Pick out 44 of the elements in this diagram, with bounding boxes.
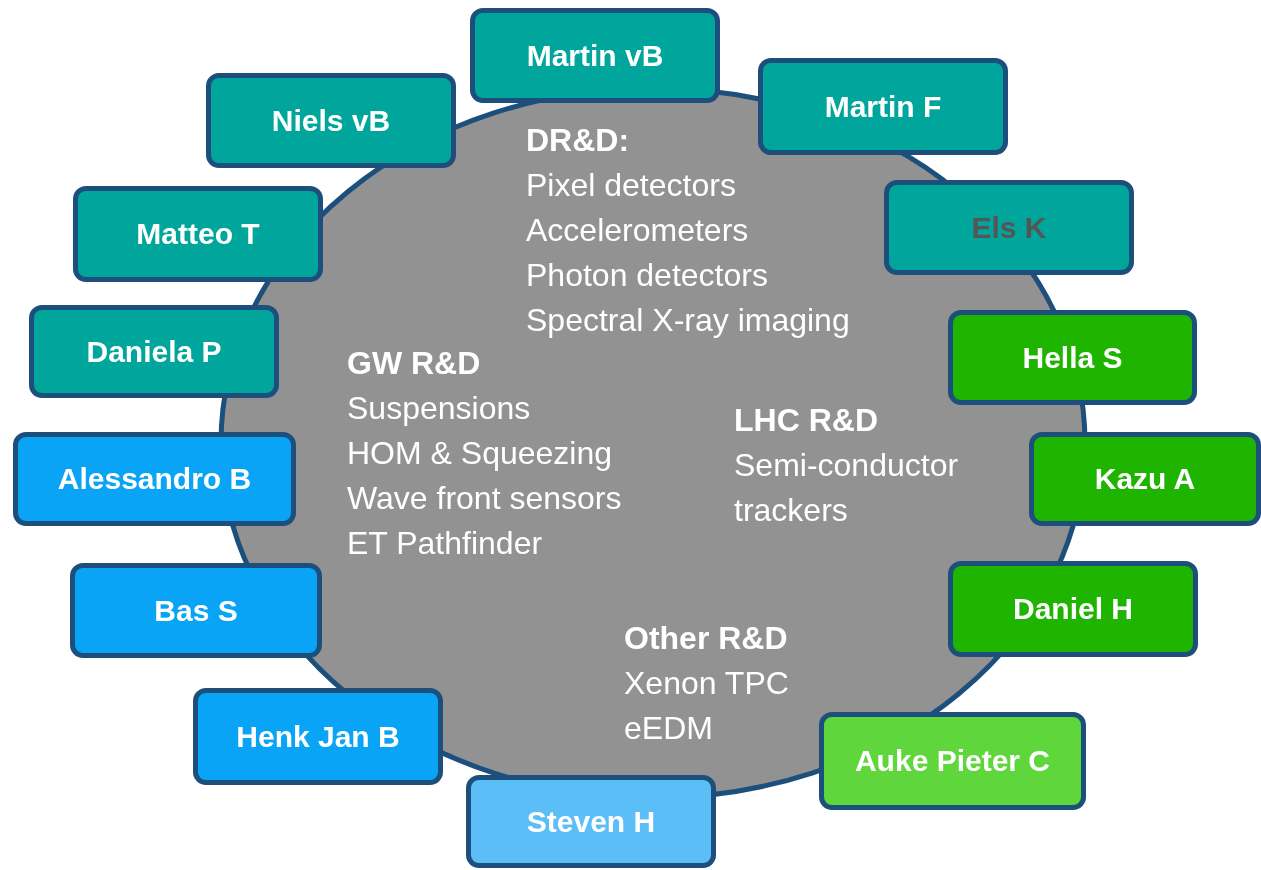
topic-item: trackers [734,492,848,528]
name-box [948,310,1197,405]
topic-item: Accelerometers [526,212,749,248]
topic-item: Wave front sensors [347,480,622,516]
person-name: Daniel H [1013,592,1133,626]
topic-heading: DR&D: [526,122,630,158]
name-box [206,73,456,168]
name-box [73,186,323,282]
topic-item: Suspensions [347,390,531,426]
person-name: Auke Pieter C [854,744,1051,778]
topic-item: eEDM [624,710,713,746]
topic-heading: LHC R&D [734,402,878,438]
topic-item: ET Pathfinder [347,525,543,561]
topic-item: HOM & Squeezing [347,435,612,471]
name-box [466,775,716,868]
topic-heading: GW R&D [347,345,481,381]
topic-item: Xenon TPC [624,665,789,701]
topic-heading: Other R&D [624,620,788,656]
topic-item: Spectral X-ray imaging [526,302,850,338]
name-box [470,8,720,103]
person-name: Hella S [1022,340,1123,375]
name-box [193,688,443,785]
person-name: Steven H [526,804,656,839]
person-name: Bas S [154,593,238,628]
person-name: Matteo T [136,217,260,251]
name-box [758,58,1008,155]
topic-item: Photon detectors [526,257,768,293]
name-box [29,305,279,398]
person-name: Niels vB [271,103,391,138]
person-name: Kazu A [1094,462,1196,496]
name-box [13,432,296,526]
person-name: Martin F [824,89,942,124]
person-name: Alessandro B [57,462,252,496]
person-name: Henk Jan B [236,719,400,754]
name-box [884,180,1134,275]
topic-item: Pixel detectors [526,167,736,203]
person-name: Martin vB [526,38,664,73]
name-box [948,561,1198,657]
person-name: Els K [971,210,1047,245]
person-name: Daniela P [86,334,222,369]
name-box [70,563,322,658]
topic-item: Semi-conductor [734,447,959,483]
name-box [1029,432,1261,526]
name-box [819,712,1086,810]
